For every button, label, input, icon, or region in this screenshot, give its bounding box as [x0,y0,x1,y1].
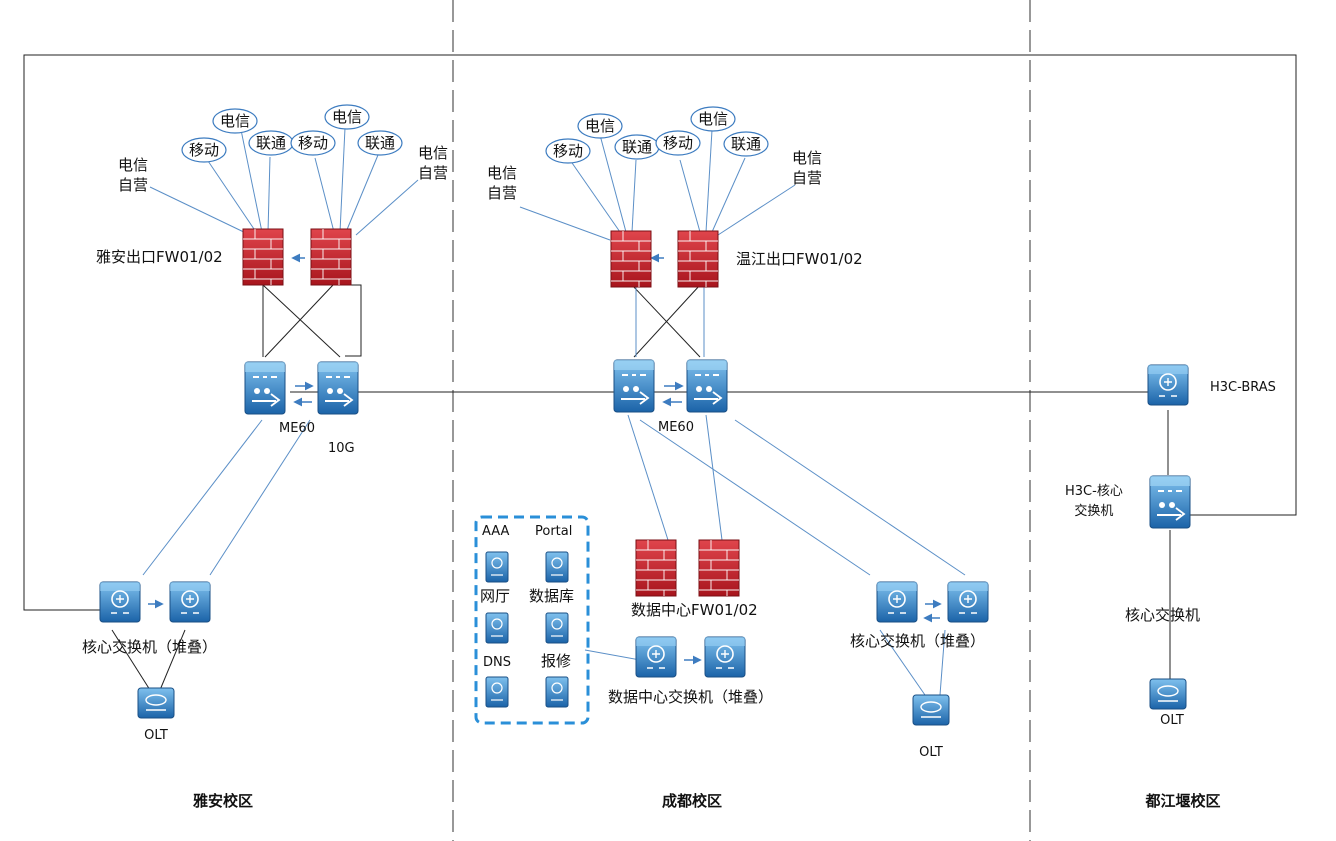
cloud-telecom-yaan-1: 电信 [219,112,251,130]
isp-label-yaan-right: 电信 自营 [418,144,449,182]
cloud-unicom-chengdu-1: 联通 [621,138,653,156]
yaan-core-switch-label: 核心交换机（堆叠） [82,638,218,656]
region-label-dujiangyan: 都江堰校区 [1145,792,1221,810]
chengdu-firewall-label: 温江出口FW01/02 [736,250,863,268]
direction-arrows [148,253,942,665]
cloud-group-yaan [181,104,403,163]
cloud-mobile-yaan-1: 移动 [188,141,220,159]
server-label-dns: DNS [483,655,511,670]
dc-switch-label: 数据中心交换机（堆叠） [608,688,774,706]
yaan-firewall-label: 雅安出口FW01/02 [96,248,223,266]
cloud-unicom-yaan-1: 联通 [255,134,287,152]
cloud-unicom-chengdu-2: 联通 [730,135,762,153]
chengdu-olt-label: OLT [919,745,943,760]
cloud-mobile-chengdu-1: 移动 [552,142,584,160]
isp-label-chengdu-right: 电信 自营 [792,149,823,187]
h3c-bras-label: H3C-BRAS [1210,380,1276,395]
chengdu-me60-label: ME60 [658,420,694,435]
cloud-telecom-chengdu-2: 电信 [697,110,729,128]
region-label-yaan: 雅安校区 [192,792,254,810]
cloud-group-chengdu [545,106,769,164]
server-label-repair: 报修 [541,652,572,670]
dc-firewall-label: 数据中心FW01/02 [631,601,758,619]
yaan-me60-label: ME60 [279,421,315,436]
h3c-core-switch-label: H3C-核心 交换机 [1065,484,1123,519]
server-label-aaa: AAA [482,524,510,539]
cloud-unicom-yaan-2: 联通 [364,134,396,152]
cloud-telecom-yaan-2: 电信 [331,108,363,126]
dujiangyan-olt-label: OLT [1160,713,1184,728]
server-label-portal: Portal [535,524,573,539]
region-label-chengdu: 成都校区 [661,792,723,810]
cloud-mobile-yaan-2: 移动 [297,134,329,152]
dujiangyan-core-switch-label: 核心交换机 [1125,606,1201,624]
isp-label-chengdu-left: 电信 自营 [487,164,518,202]
cloud-mobile-chengdu-2: 移动 [662,134,694,152]
server-label-database: 数据库 [529,587,575,605]
isp-label-yaan-left: 电信 自营 [118,156,149,194]
region-dividers [452,0,1031,841]
link-10g-label: 10G [328,441,355,456]
yaan-olt-label: OLT [144,728,168,743]
cloud-telecom-chengdu-1: 电信 [584,117,616,135]
server-label-web-hall: 网厅 [480,587,511,605]
chengdu-core-switch-label: 核心交换机（堆叠） [850,632,986,650]
server-cluster [474,515,590,725]
links [23,54,1297,696]
